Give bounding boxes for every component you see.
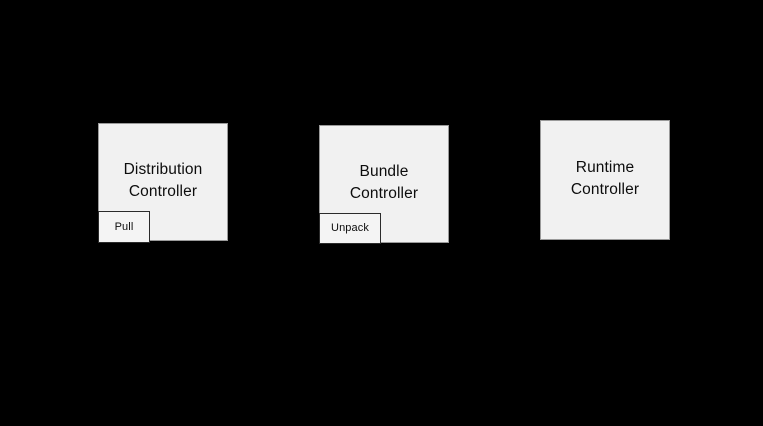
- badge-label-pull: Pull: [114, 220, 134, 233]
- badge-label-unpack: Unpack: [331, 222, 369, 234]
- badge-pull[interactable]: Pull: [98, 211, 150, 243]
- node-label-runtime-controller: Runtime Controller: [570, 159, 640, 198]
- badge-unpack[interactable]: Unpack: [319, 213, 381, 244]
- node-label-bundle-controller: Bundle Controller: [349, 163, 419, 202]
- node-label-distribution-controller: Distribution Controller: [123, 161, 203, 200]
- node-runtime-controller[interactable]: Runtime Controller: [540, 120, 670, 240]
